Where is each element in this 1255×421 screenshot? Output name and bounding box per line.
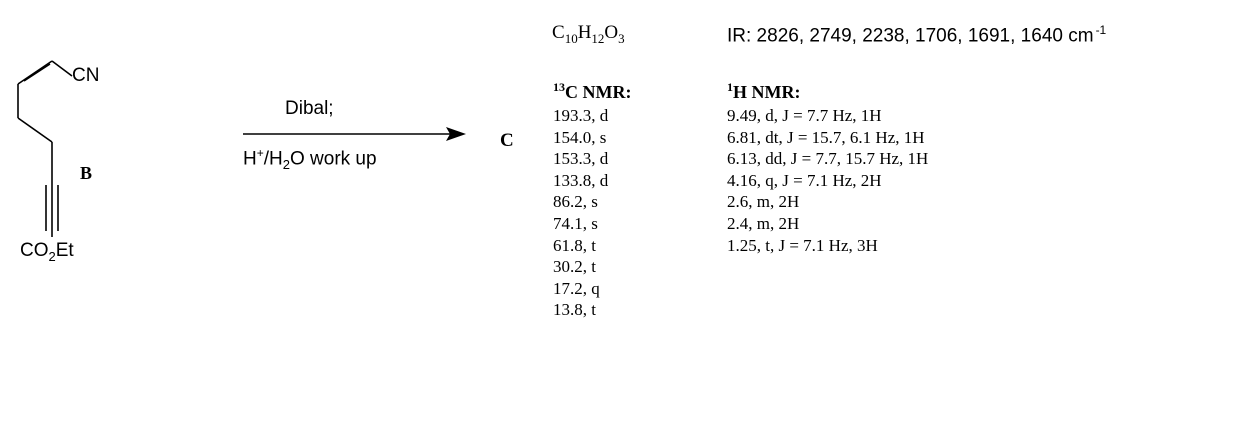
c13-peak: 193.3, d bbox=[553, 106, 609, 125]
c13-peak: 154.0, s bbox=[553, 127, 607, 147]
ester-group-label: CO2Et bbox=[20, 240, 74, 264]
bond-c1-c2-inner bbox=[23, 63, 51, 82]
c13-peak: 13.8, t bbox=[553, 300, 596, 320]
reaction-arrow-head bbox=[446, 127, 466, 141]
h1-peak: 1.25, t, J = 7.1 Hz, 3H bbox=[727, 235, 878, 255]
c13-peak: 86.2, s bbox=[553, 192, 598, 212]
h1-peak: 2.6, m, 2H bbox=[727, 192, 800, 212]
c13-peak: 17.2, q bbox=[553, 278, 600, 298]
h1-peak: 6.13, dd, J = 7.7, 15.7 Hz, 1H bbox=[727, 149, 929, 169]
h1-peak: 6.81, dt, J = 15.7, 6.1 Hz, 1H bbox=[727, 127, 925, 147]
h1-nmr-heading: 1H NMR: bbox=[727, 80, 801, 102]
bond-c1-c2 bbox=[17, 60, 53, 85]
c13-peak: 153.3, d bbox=[553, 149, 609, 169]
reagent-line-1: Dibal; bbox=[285, 98, 334, 119]
h1-peak: 2.4, m, 2H bbox=[727, 213, 800, 233]
reagent-line-2: H+/H2O work up bbox=[243, 146, 377, 173]
h1-nmr-peak-list: 9.49, d, J = 7.7 Hz, 1H 6.81, dt, J = 15… bbox=[727, 105, 928, 256]
c13-peak: 30.2, t bbox=[553, 257, 596, 277]
c13-peak: 133.8, d bbox=[553, 170, 609, 190]
c13-nmr-peak-list: 193.3, d 154.0, s 153.3, d 133.8, d 86.2… bbox=[553, 105, 608, 321]
h1-peak: 4.16, q, J = 7.1 Hz, 2H bbox=[727, 170, 882, 190]
bond-c2-cn bbox=[51, 60, 73, 77]
ir-data: IR: 2826, 2749, 2238, 1706, 1691, 1640 c… bbox=[727, 23, 1107, 47]
h1-peak: 9.49, d, J = 7.7 Hz, 1H bbox=[727, 106, 882, 125]
compound-b-label: B bbox=[80, 163, 93, 183]
c13-peak: 61.8, t bbox=[553, 235, 596, 255]
molecular-formula: C10H12O3 bbox=[552, 22, 625, 46]
product-c-label: C bbox=[500, 130, 514, 151]
c13-peak: 74.1, s bbox=[553, 213, 598, 233]
bond-c3-c4 bbox=[17, 117, 53, 143]
cn-group-label: CN bbox=[72, 65, 100, 86]
c13-nmr-heading: 13C NMR: bbox=[553, 80, 632, 102]
